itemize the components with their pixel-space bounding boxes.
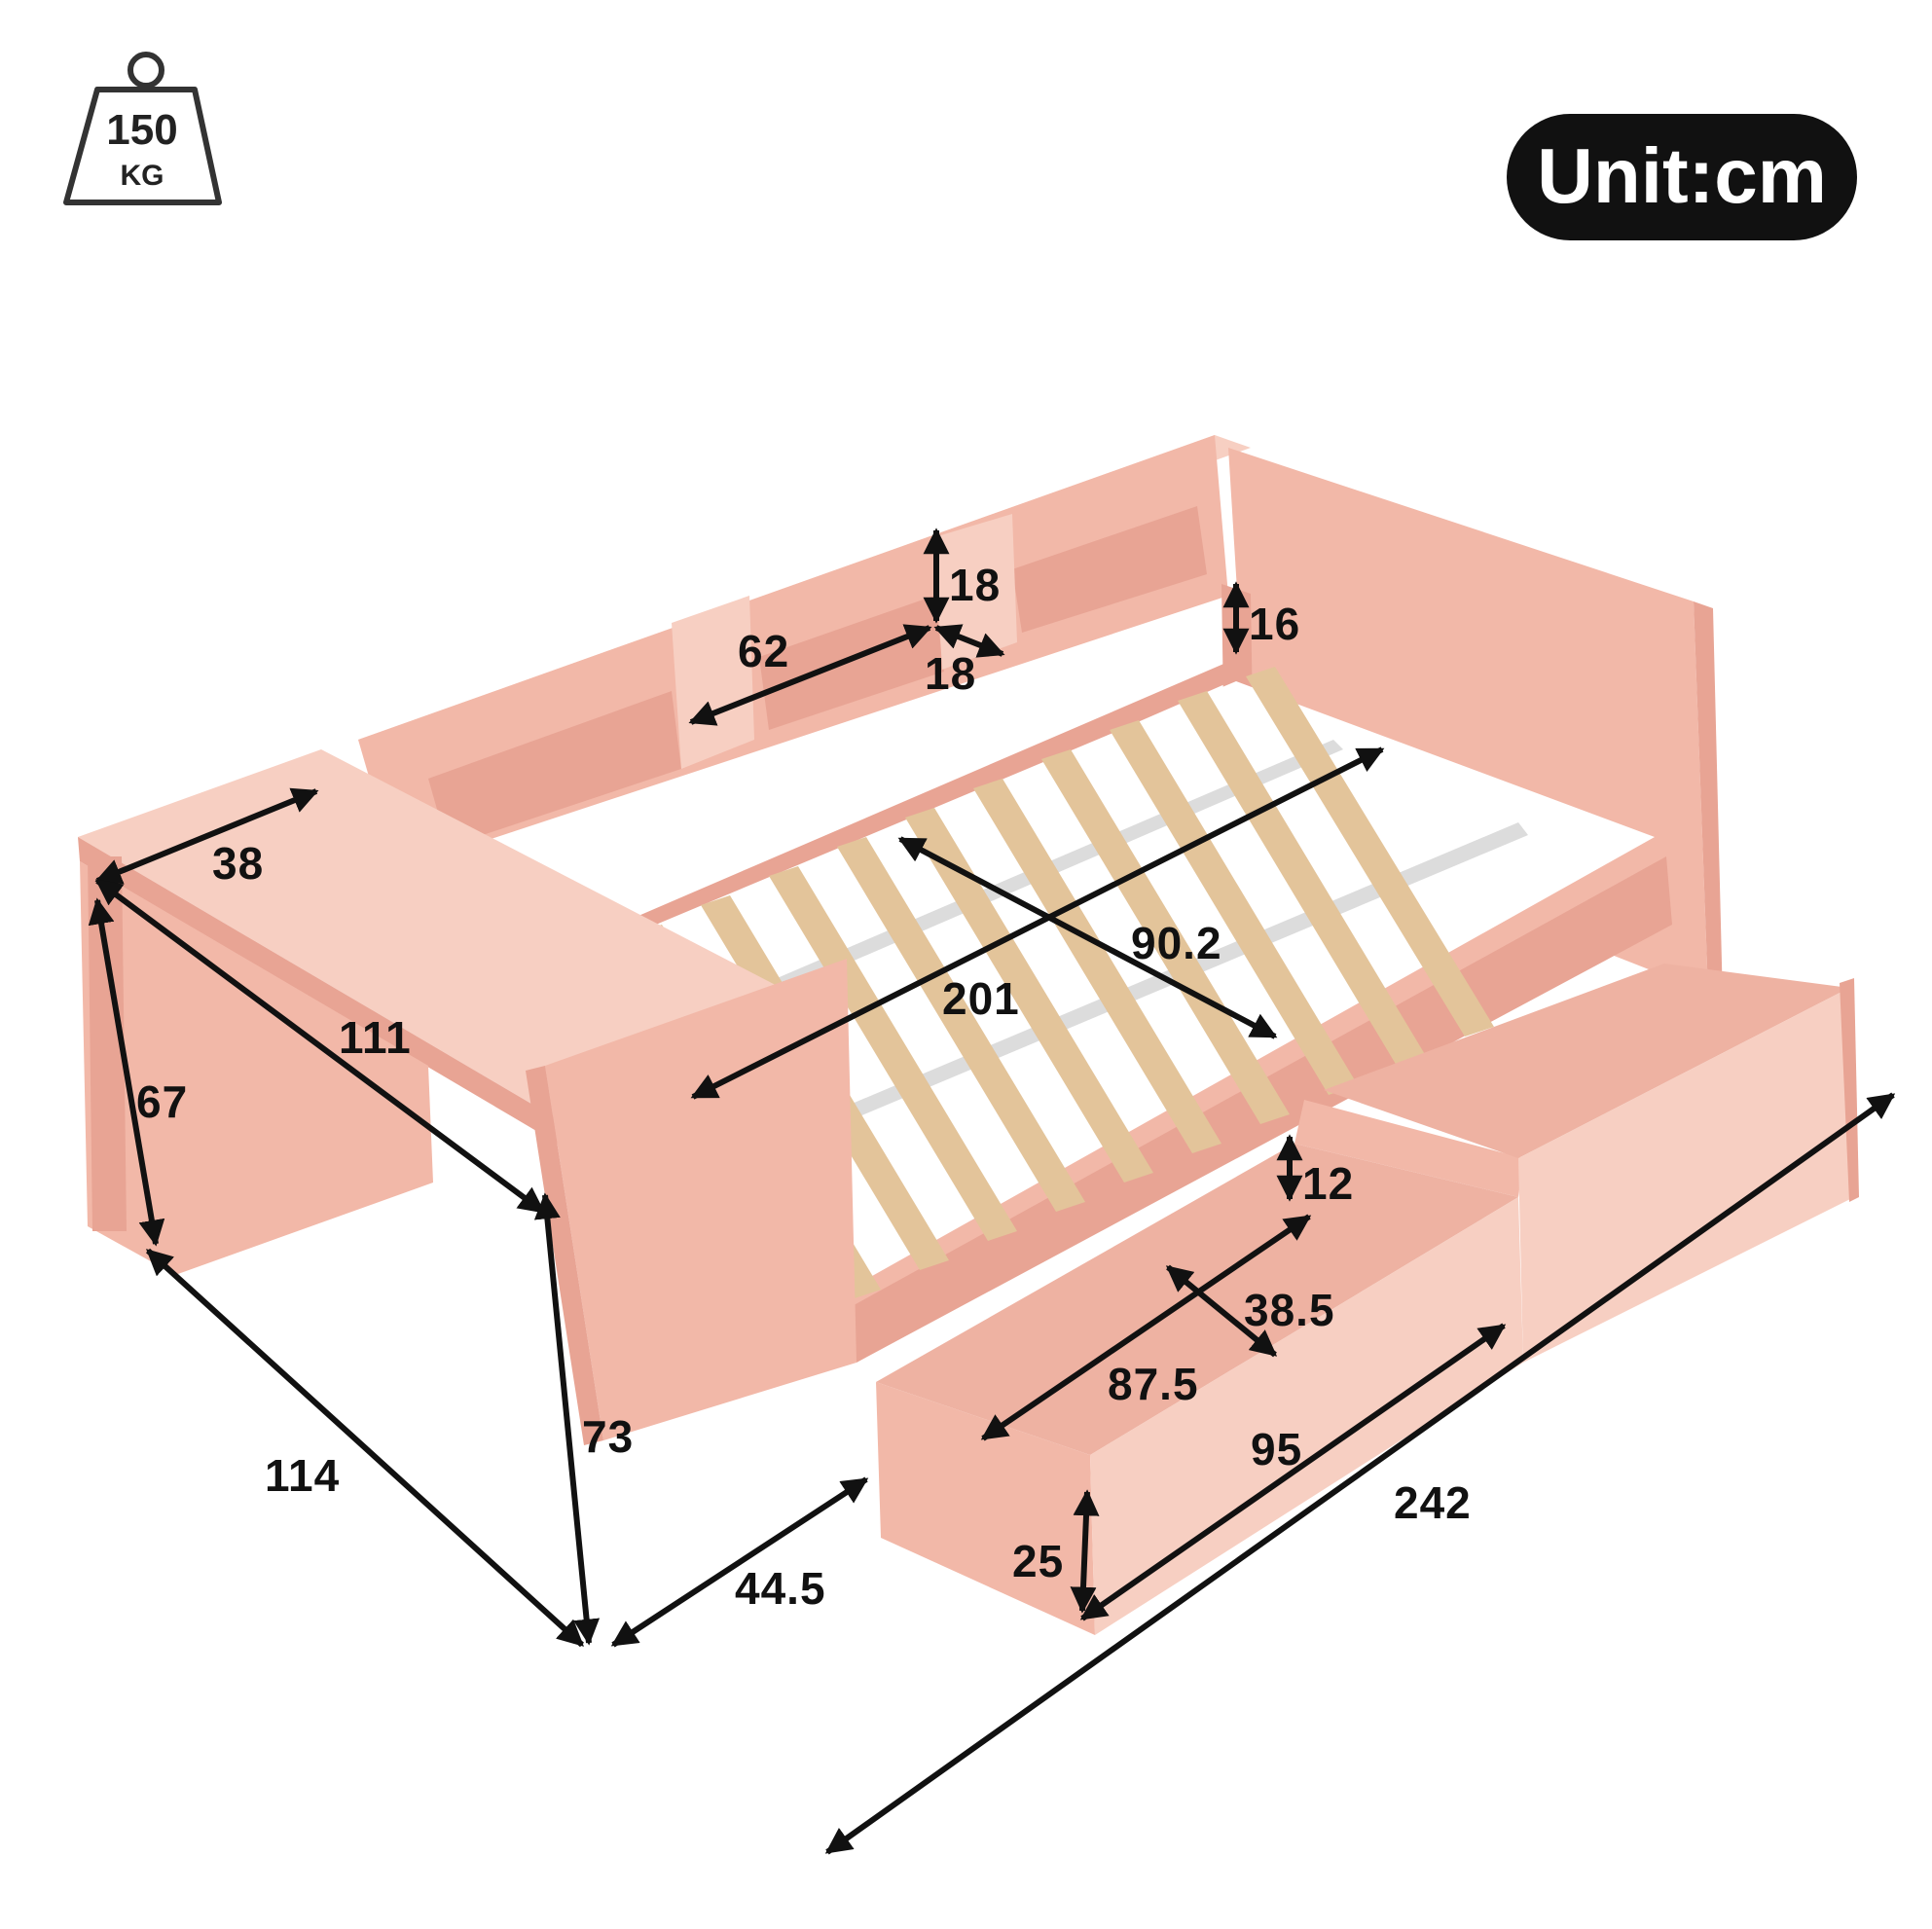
label-drawer-depth: 38.5 xyxy=(1244,1285,1335,1335)
label-overall-width: 114 xyxy=(265,1450,340,1501)
label-leg-width: 44.5 xyxy=(735,1563,826,1614)
arrow-mattress-length xyxy=(690,746,1385,1100)
label-shelf-height: 18 xyxy=(949,560,1001,610)
weight-icon: 150 KG xyxy=(63,52,222,205)
label-shelf-width: 62 xyxy=(738,626,789,676)
weight-value: 150 xyxy=(106,106,177,154)
unit-badge: Unit:cm xyxy=(1507,114,1857,240)
label-headboard-gap: 16 xyxy=(1249,599,1300,649)
arrow-overall-length xyxy=(824,1092,1896,1855)
arrow-overall-width xyxy=(145,1248,585,1648)
unit-label: Unit:cm xyxy=(1537,132,1827,219)
label-desk-height: 67 xyxy=(136,1076,188,1127)
arrow-desk-height xyxy=(88,897,165,1247)
dimension-arrows xyxy=(88,528,1896,1855)
label-mattress-length: 201 xyxy=(942,973,1020,1024)
label-drawer-height: 25 xyxy=(1012,1536,1064,1586)
label-overall-length: 242 xyxy=(1394,1477,1472,1528)
label-overall-height: 73 xyxy=(582,1411,634,1462)
arrow-shelf-width xyxy=(688,624,932,726)
arrow-shelf-depth xyxy=(933,624,1005,658)
label-desk-length: 111 xyxy=(339,1012,412,1063)
arrow-desk-length xyxy=(94,878,546,1215)
label-desk-depth: 38 xyxy=(212,838,264,889)
dimension-labels: 18 18 62 16 38 111 67 90.2 201 73 114 44… xyxy=(136,560,1472,1614)
arrow-leg-width xyxy=(610,1476,869,1648)
weight-unit: KG xyxy=(121,160,164,192)
label-shelf-depth: 18 xyxy=(925,648,976,699)
arrow-desk-depth xyxy=(94,787,319,885)
label-drawer-length: 95 xyxy=(1251,1424,1302,1474)
label-mattress-width: 90.2 xyxy=(1131,918,1222,968)
label-drawer-inner-length: 87.5 xyxy=(1108,1359,1199,1409)
label-drawer-height-inner: 12 xyxy=(1302,1158,1354,1209)
